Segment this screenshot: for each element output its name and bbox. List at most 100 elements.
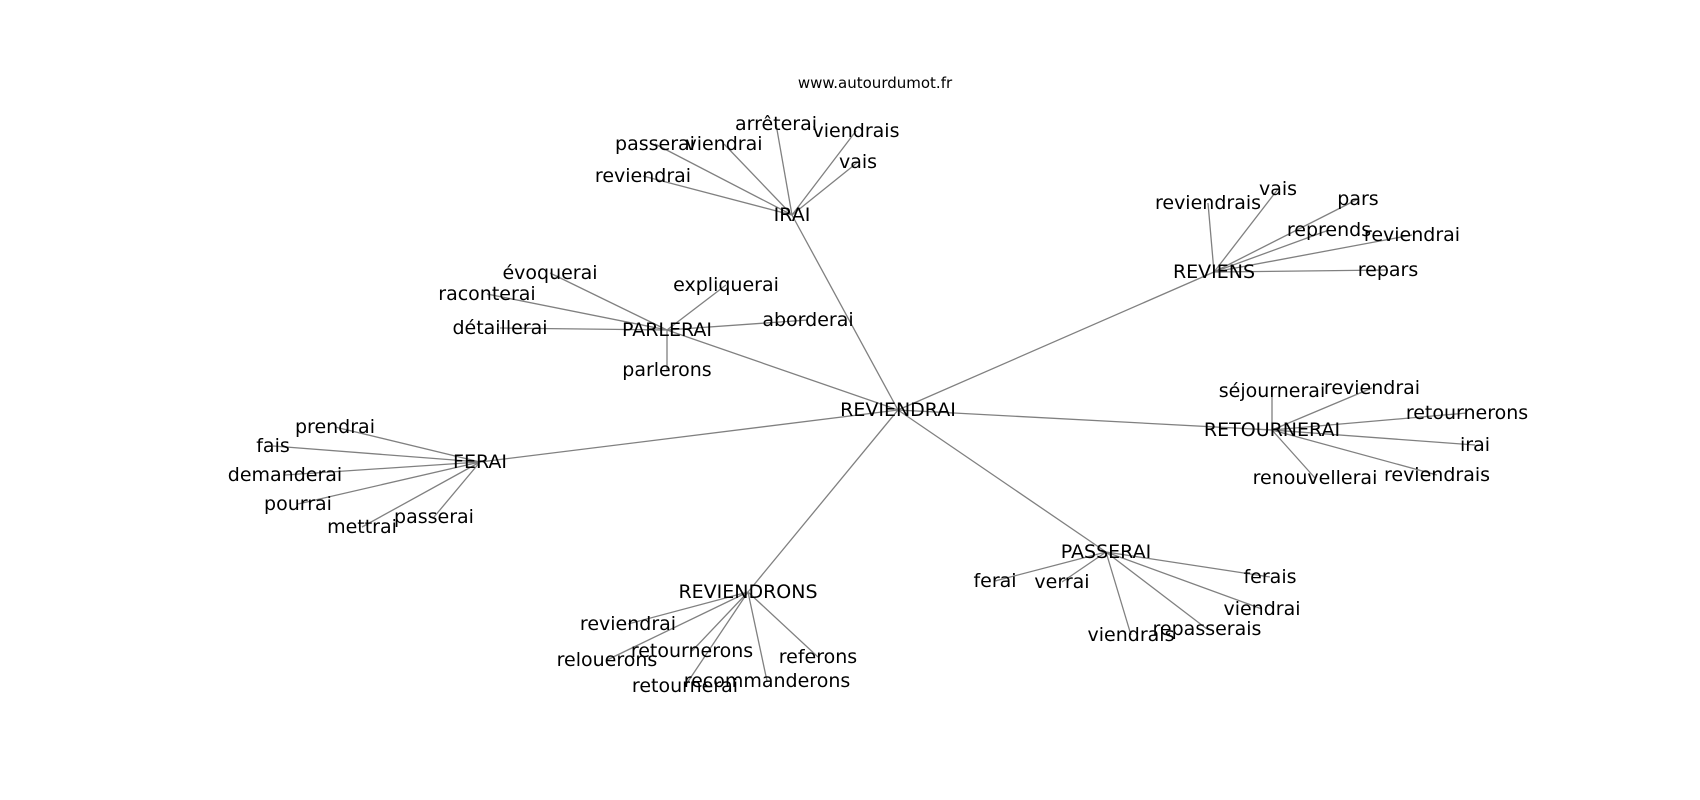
edge-center-hub	[897, 271, 1215, 411]
leaf-node: irai	[1460, 434, 1490, 456]
edge-hub-leaf	[361, 461, 481, 528]
leaf-node: pars	[1337, 188, 1378, 210]
leaf-node: recommanderons	[684, 670, 851, 692]
edge-hub-leaf	[666, 319, 809, 331]
edge-hub-leaf	[791, 130, 857, 216]
leaf-node: demanderai	[228, 464, 342, 486]
edge-center-hub	[747, 409, 899, 593]
edge-hub-leaf	[666, 284, 727, 331]
site-label: www.autourdumot.fr	[798, 74, 953, 92]
leaf-node: repars	[1358, 259, 1419, 281]
edge-hub-leaf	[1271, 412, 1468, 431]
edge-hub-leaf	[334, 426, 481, 463]
leaf-node: raconterai	[438, 283, 535, 305]
leaf-node: verrai	[1034, 571, 1089, 593]
edge-hub-leaf	[272, 445, 481, 463]
edge-hub-leaf	[747, 591, 768, 682]
leaf-node: passerai	[615, 133, 695, 155]
hub-node: IRAI	[774, 204, 811, 226]
leaf-node: reviendrai	[1364, 224, 1460, 246]
leaf-node: reviendrai	[1324, 377, 1420, 399]
edge-hub-leaf	[1271, 429, 1316, 479]
edge-hub-leaf	[994, 551, 1107, 582]
leaf-node: reviendrais	[1155, 192, 1261, 214]
leaf-node: aborderai	[762, 309, 853, 331]
graph-edges	[272, 123, 1476, 687]
edge-hub-leaf	[1271, 429, 1476, 446]
leaf-node: reviendrai	[580, 613, 676, 635]
leaf-node: viendrais	[1088, 624, 1175, 646]
leaf-node: ferais	[1243, 566, 1296, 588]
edge-hub-leaf	[691, 591, 749, 652]
hub-node: PARLERAI	[622, 319, 712, 341]
edge-hub-leaf	[654, 143, 793, 216]
edge-hub-leaf	[297, 461, 481, 505]
edge-hub-leaf	[1271, 429, 1438, 476]
edge-center-hub	[897, 409, 1107, 553]
edge-center-hub	[479, 409, 899, 463]
hub-node: REVIENS	[1173, 261, 1255, 283]
edge-hub-leaf	[1105, 551, 1132, 636]
hub-node: PASSERAI	[1061, 541, 1151, 563]
leaf-node: parlerons	[622, 359, 711, 381]
leaf-node: viendrais	[813, 120, 900, 142]
edge-hub-leaf	[1105, 551, 1208, 630]
edge-hub-leaf	[433, 461, 481, 518]
leaf-node: retournerai	[632, 675, 738, 697]
edge-hub-leaf	[1061, 551, 1107, 583]
leaf-node: expliquerai	[673, 274, 779, 296]
center-node: REVIENDRAI	[840, 399, 956, 421]
edge-hub-leaf	[1207, 202, 1215, 273]
leaf-node: évoquerai	[502, 262, 597, 284]
leaf-node: séjournerai	[1219, 380, 1325, 402]
edge-center-hub	[791, 214, 899, 411]
leaf-node: détaillerai	[452, 317, 547, 339]
edge-hub-leaf	[1213, 229, 1330, 273]
leaf-node: passerai	[394, 506, 474, 528]
leaf-node: vais	[839, 151, 877, 173]
edge-hub-leaf	[684, 591, 749, 687]
leaf-node: renouvellerai	[1253, 467, 1378, 489]
leaf-node: reviendrais	[1384, 464, 1490, 486]
edge-center-hub	[666, 329, 899, 411]
edge-center-hub	[897, 409, 1273, 431]
leaf-node: arrêterai	[735, 113, 817, 135]
edge-hub-leaf	[1213, 188, 1279, 273]
edge-hub-leaf	[747, 591, 819, 658]
leaf-node: retournerons	[1406, 402, 1528, 424]
leaf-node: ferai	[973, 570, 1016, 592]
leaf-node: referons	[779, 646, 857, 668]
edge-hub-leaf	[499, 327, 668, 331]
edge-hub-leaf	[284, 461, 481, 476]
hub-node: REVIENDRONS	[678, 581, 817, 603]
edge-hub-leaf	[606, 591, 749, 661]
edge-hub-leaf	[791, 161, 859, 216]
leaf-node: pourrai	[264, 493, 332, 515]
edge-hub-leaf	[627, 591, 749, 625]
leaf-node: vais	[1259, 178, 1297, 200]
leaf-node: fais	[256, 435, 290, 457]
edge-hub-leaf	[486, 293, 668, 331]
hub-node: FERAI	[453, 451, 507, 473]
edge-hub-leaf	[1271, 387, 1373, 431]
leaf-node: relouerons	[557, 649, 658, 671]
leaf-node: prendrai	[295, 416, 375, 438]
edge-hub-leaf	[723, 143, 793, 216]
edge-hub-leaf	[1213, 269, 1389, 273]
edge-hub-leaf	[1105, 551, 1263, 610]
edge-hub-leaf	[1105, 551, 1271, 578]
leaf-node: viendrai	[1223, 598, 1300, 620]
edge-hub-leaf	[549, 272, 668, 331]
leaf-node: retournerons	[631, 640, 753, 662]
hub-node: RETOURNERAI	[1204, 419, 1340, 441]
leaf-node: reviendrai	[595, 165, 691, 187]
leaf-node: viendrai	[685, 133, 762, 155]
leaf-node: mettrai	[327, 516, 397, 538]
leaf-node: reprends	[1287, 219, 1371, 241]
edge-hub-leaf	[1213, 198, 1359, 273]
edge-hub-leaf	[775, 123, 793, 216]
graph-labels: REVIENDRAI IRAIpasseraiviendraiarrêterai…	[228, 113, 1528, 697]
edge-hub-leaf	[1213, 234, 1413, 273]
leaf-node: repasserais	[1153, 618, 1262, 640]
